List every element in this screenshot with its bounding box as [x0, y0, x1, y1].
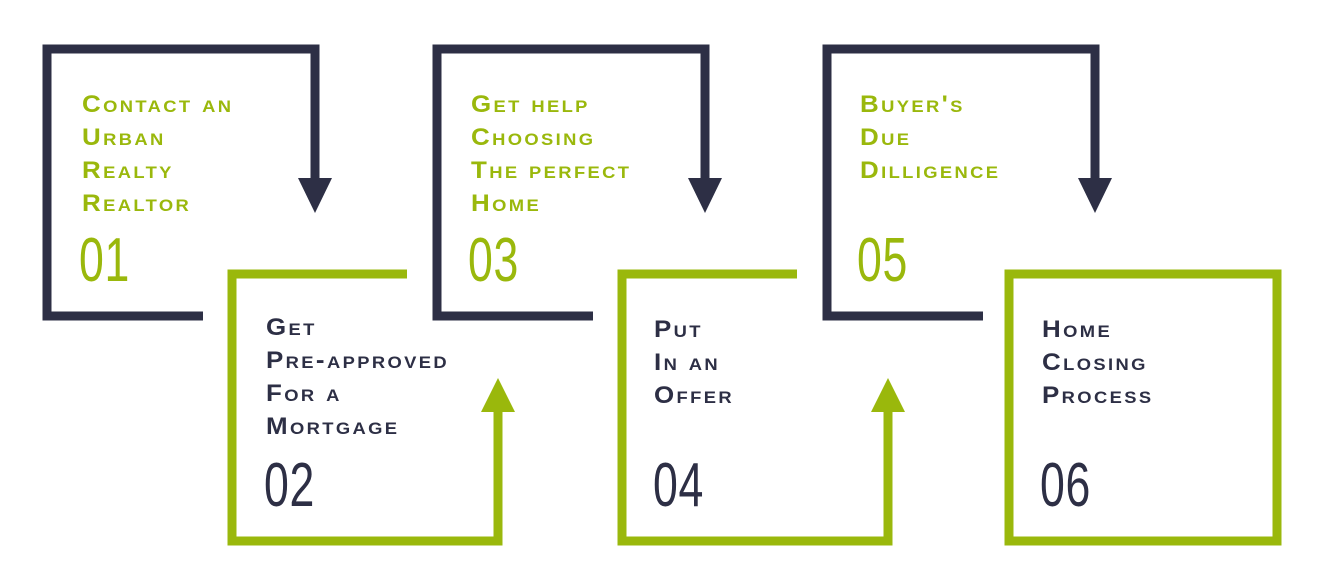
step-3-line: the perfect — [471, 157, 632, 184]
step-6-line: closing — [1042, 349, 1148, 376]
step-3-title: Get help choosing the perfect home — [471, 88, 631, 220]
arrow-down-icon — [298, 178, 332, 213]
step-2-number: 02 — [264, 451, 316, 520]
arrow-down-icon — [688, 178, 722, 213]
step-6-line: Home — [1042, 316, 1113, 343]
step-2-line: Pre-Approved — [266, 347, 449, 374]
step-5-number: 05 — [857, 226, 909, 295]
step-4-title: Put in an offer — [654, 313, 734, 412]
step-4-line: offer — [654, 382, 734, 409]
step-1-title: Contact an Urban Realty Realtor — [82, 88, 233, 220]
step-5-title: Buyer's Due Dilligence — [860, 88, 1000, 187]
step-3-frame — [432, 44, 710, 321]
arrow-down-icon — [1078, 178, 1112, 213]
step-3-line: Get help — [471, 91, 590, 118]
step-1-number: 01 — [79, 226, 131, 295]
step-5-line: Dilligence — [860, 157, 1001, 184]
step-2-line: Get — [266, 314, 317, 341]
step-4-line: in an — [654, 349, 721, 376]
step-6-line: process — [1042, 382, 1154, 409]
step-3-line: home — [471, 190, 542, 217]
step-6-number: 06 — [1040, 451, 1092, 520]
step-2-line: for a — [266, 380, 342, 407]
step-4-frame — [617, 269, 893, 546]
step-4-number: 04 — [653, 451, 705, 520]
step-2-frame — [227, 269, 503, 546]
step-5-line: Buyer's — [860, 91, 965, 118]
arrow-up-icon — [871, 378, 905, 412]
step-4-line: Put — [654, 316, 703, 343]
step-1-line: Realty — [82, 157, 174, 184]
step-5-line: Due — [860, 124, 912, 151]
step-5-frame — [822, 44, 1100, 321]
step-3-number: 03 — [468, 226, 520, 295]
step-1-frame — [42, 44, 320, 321]
step-2-title: Get Pre-Approved for a Mortgage — [266, 311, 449, 443]
step-3-line: choosing — [471, 124, 596, 151]
step-6-title: Home closing process — [1042, 313, 1153, 412]
step-1-line: Contact an — [82, 91, 234, 118]
step-1-line: Urban — [82, 124, 166, 151]
arrow-up-icon — [481, 378, 515, 412]
step-6-frame — [1004, 269, 1282, 546]
step-2-line: Mortgage — [266, 413, 400, 440]
step-1-line: Realtor — [82, 190, 192, 217]
